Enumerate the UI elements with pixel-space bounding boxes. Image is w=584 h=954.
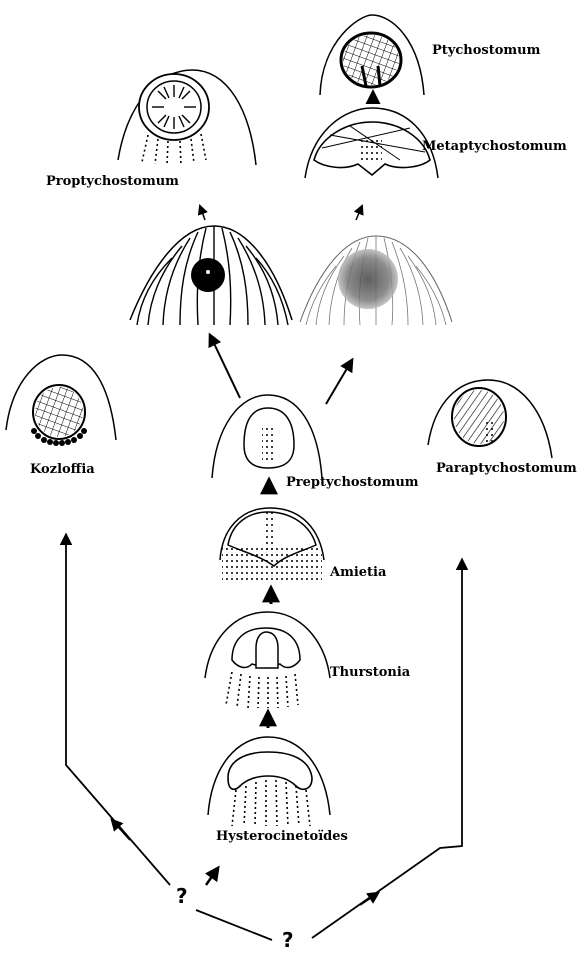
- label-proptychostomum: Proptychostomum: [46, 175, 179, 188]
- preptychostomum-drawing: [212, 395, 322, 478]
- arrow-to-proptychostomum: [200, 206, 205, 220]
- branch-to-kozloffia: [66, 535, 170, 885]
- unknown-origin-left: ?: [176, 886, 188, 906]
- label-metaptychostomum: Metaptychostomum: [422, 140, 567, 153]
- label-hysterocinetoides: Hysterocinetoïdes: [216, 830, 348, 843]
- branch-between-origins: [196, 910, 272, 940]
- arrow-to-metaptychostomum: [356, 206, 362, 220]
- branch-arrowhead-left: [112, 820, 130, 840]
- ciliated-cell-right: [300, 236, 452, 325]
- kozloffia-drawing: [6, 355, 116, 446]
- branch-to-paraptychostomum: [312, 560, 462, 938]
- hysterocinetoides-drawing: [208, 737, 330, 826]
- label-paraptychostomum: Paraptychostomum: [436, 462, 577, 475]
- thurstonia-drawing: [205, 612, 330, 708]
- arrow-prep-to-right-cell: [326, 360, 352, 404]
- label-thurstonia: Thurstonia: [330, 666, 410, 679]
- ptychostomum-drawing: [320, 15, 424, 95]
- proptychostomum-drawing: [118, 70, 256, 165]
- label-amietia: Amietia: [330, 566, 386, 579]
- amietia-drawing: [220, 508, 324, 582]
- unknown-origin-bottom: ?: [282, 930, 294, 950]
- label-preptychostomum: Preptychostomum: [286, 476, 419, 489]
- metaptychostomum-drawing: [305, 108, 438, 178]
- ciliated-cell-left: [130, 226, 292, 325]
- paraptychostomum-drawing: [428, 380, 552, 458]
- branch-arrowhead-right: [360, 893, 378, 905]
- arrow-prep-to-left-cell: [210, 335, 240, 398]
- label-ptychostomum: Ptychostomum: [432, 44, 540, 57]
- arrow-origin-to-hystero: [206, 868, 218, 885]
- label-kozloffia: Kozloffia: [30, 463, 95, 476]
